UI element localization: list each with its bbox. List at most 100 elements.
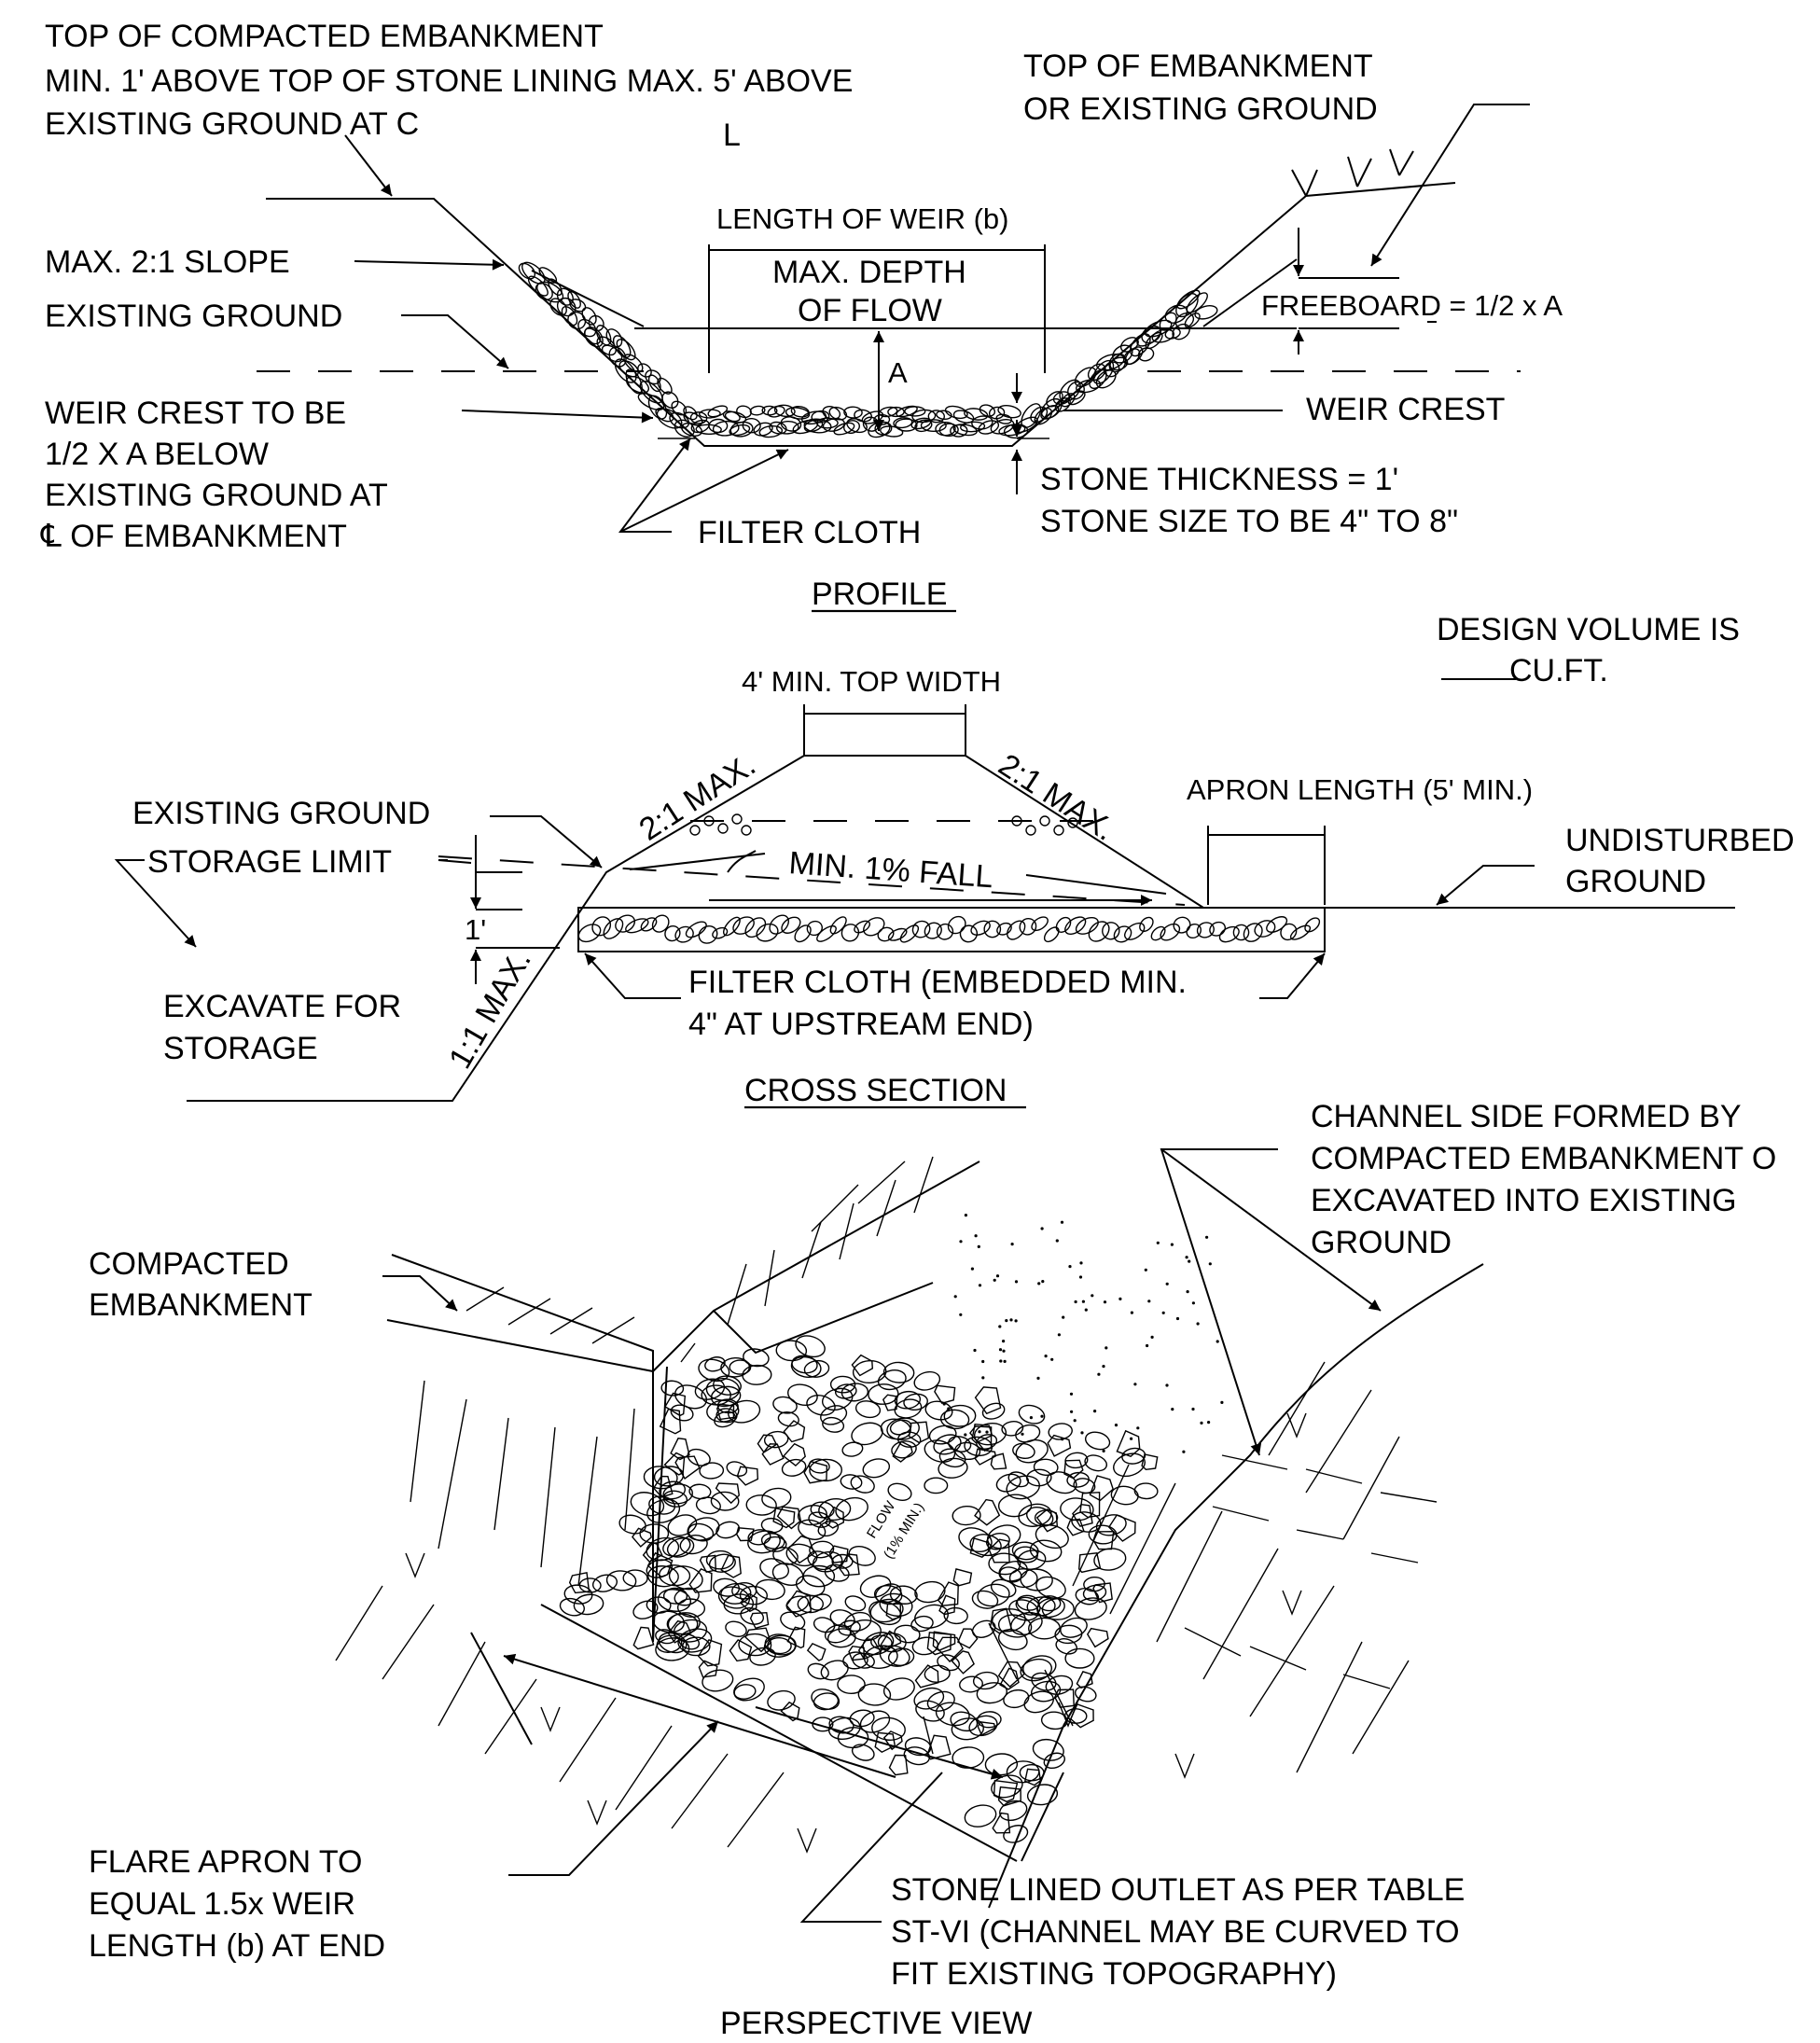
hatch-line [382,1604,435,1680]
stone [951,1650,975,1675]
stone [887,1482,912,1501]
stone [674,1587,700,1606]
stone [844,1595,867,1612]
stone [1194,305,1218,320]
stone [924,1664,951,1683]
label-top-compacted-1: TOP OF COMPACTED EMBANKMENT [45,19,604,54]
stone [828,1545,849,1564]
stone [1116,1429,1141,1457]
stone [1176,289,1201,310]
stipple-dot [1161,1311,1165,1314]
hatch-line [577,1436,598,1587]
hatch-line [465,1286,505,1312]
stone [937,1581,959,1606]
stipple-dot [1041,1280,1045,1284]
stone [670,1404,694,1422]
stipple-dot [1146,1343,1149,1348]
stone [683,406,698,421]
stone [1218,925,1240,943]
stone [924,1477,949,1494]
stone [882,1677,915,1701]
hatch-line [540,1426,556,1568]
pebble [1039,815,1050,827]
stone [595,325,612,346]
stone [979,404,996,417]
stone [756,923,779,942]
stipple-dot [1044,1355,1048,1358]
stone [857,1683,892,1706]
stipple-dot [1014,1319,1018,1323]
hatch-line [923,1716,934,1755]
stone [1082,1584,1107,1602]
hatch-line [1109,1482,1176,1615]
stone [974,1448,996,1466]
hatch-line [507,1298,551,1326]
stone [817,1521,840,1537]
stone [977,1721,996,1736]
stipple-dot [964,1214,967,1217]
grass-marks [1291,148,1414,197]
stone [567,311,587,330]
stipple-dot [1009,1318,1013,1322]
stone [1067,381,1085,400]
stone [954,1441,981,1461]
stone [831,1553,854,1569]
stone [934,1384,956,1405]
stipple-dot [1208,1262,1212,1266]
label-weir-crest: WEIR CREST [1306,392,1505,427]
stone [926,1690,955,1712]
stone [842,1651,868,1670]
profile-view: TOP OF COMPACTED EMBANKMENT MIN. 1' ABOV… [40,19,1563,613]
stipple-dot [981,1359,985,1364]
leader-compacted [382,1275,458,1312]
stone [910,1615,934,1633]
stone [1092,1582,1113,1604]
stipple-dot [1091,1294,1094,1298]
stone [971,1590,999,1609]
stipple-dot [1057,1333,1061,1337]
label-undisturbed-2: GROUND [1565,864,1706,899]
stipple-dot [1073,1419,1077,1423]
stone [1084,1431,1111,1451]
stipple-dot [1186,1290,1189,1294]
stone [1124,346,1144,365]
stone [894,1390,922,1410]
stone [1086,1627,1109,1648]
hatch-line [1268,1361,1326,1456]
stone [729,421,754,438]
leader-filter-cloth-2 [619,449,789,533]
stone [951,1717,984,1741]
hatch-line [1380,1492,1438,1503]
stone [760,1533,785,1550]
stone [794,924,812,943]
stone [608,346,627,368]
stone [646,1559,674,1578]
stone [1087,363,1106,382]
stone [626,375,649,394]
stone [1160,923,1181,941]
stone [767,1636,792,1655]
stipple-dot [1069,1392,1074,1396]
stone [848,1545,876,1566]
stone [806,1395,836,1416]
stone [723,1593,755,1615]
stone [803,419,824,433]
stipple-dot [1196,1322,1200,1326]
label-compacted-2: EMBANKMENT [89,1287,313,1323]
stone [786,1626,806,1649]
stone [997,1661,1025,1688]
stone [943,1404,977,1427]
stone [667,1612,701,1635]
pebble [1067,817,1078,828]
stone [713,1375,742,1396]
hatch-line [1352,1660,1410,1755]
stone [1029,1539,1063,1563]
hatch-line [1342,1436,1400,1540]
stone [699,409,721,419]
stone [882,1394,898,1411]
hatch-line [335,1585,383,1661]
stone [914,1604,949,1629]
stone [838,1619,861,1636]
label-weir-crest-left-3: EXISTING GROUND AT [45,478,388,513]
perspective-stone-lining [559,1335,1159,1843]
